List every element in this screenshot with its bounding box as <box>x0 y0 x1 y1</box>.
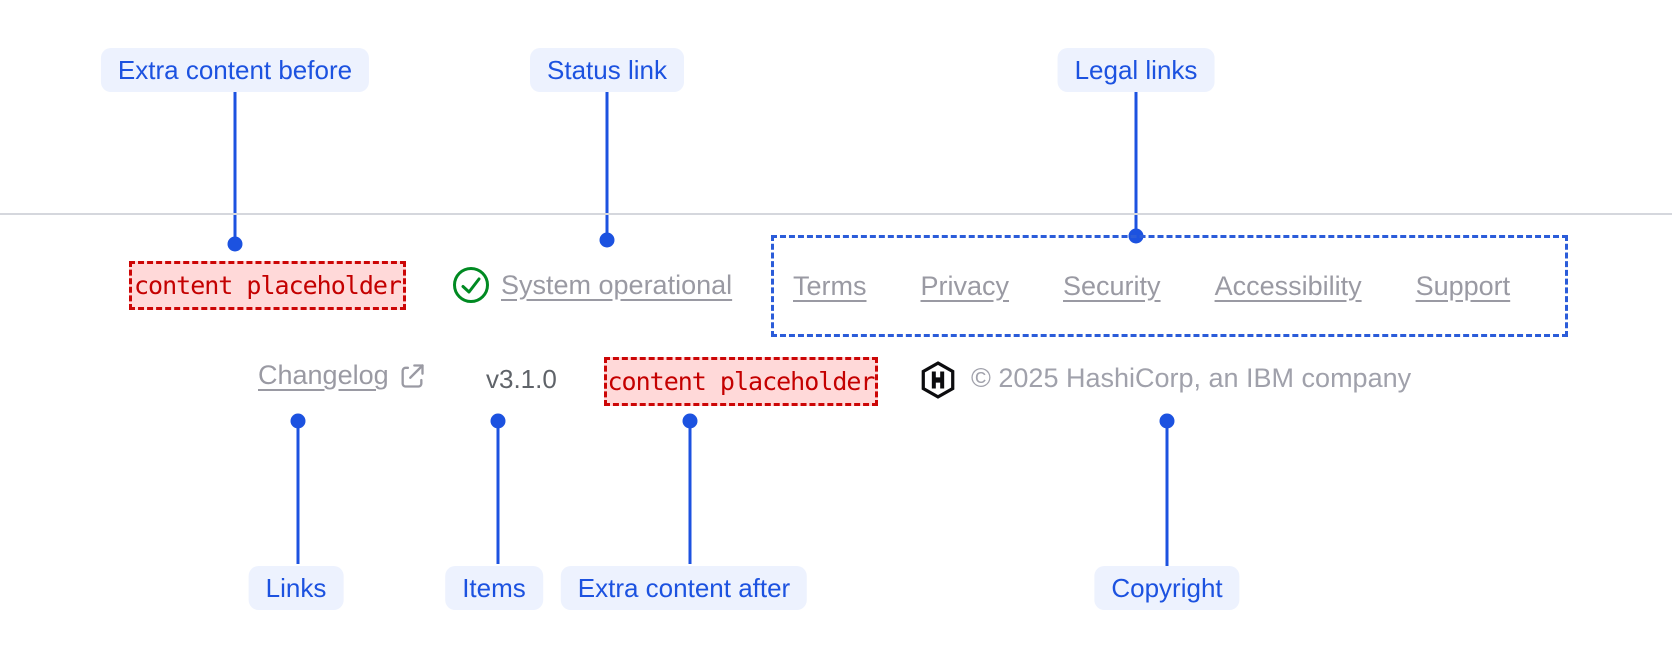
extra-content-after-placeholder: content placeholder <box>604 357 878 406</box>
external-link-icon <box>398 362 426 390</box>
footer-top-divider <box>0 213 1672 215</box>
connector-line <box>688 428 692 564</box>
connector-line <box>296 428 300 564</box>
extra-content-before-placeholder: content placeholder <box>129 261 406 310</box>
connector-line <box>605 92 609 234</box>
status-link-label[interactable]: System operational <box>501 269 733 300</box>
connector-line <box>1165 428 1169 566</box>
version-item: v3.1.0 <box>486 364 557 394</box>
connector-dot <box>290 413 306 429</box>
legal-link-security[interactable]: Security <box>1063 270 1161 301</box>
copyright-text: © 2025 HashiCorp, an IBM company <box>971 363 1412 393</box>
connector-line <box>496 428 500 564</box>
legal-link-support[interactable]: Support <box>1415 270 1511 301</box>
annotation-status-link: Status link <box>530 48 684 92</box>
annotation-copyright: Copyright <box>1094 566 1240 610</box>
check-circle-icon <box>452 266 490 304</box>
changelog-link[interactable]: Changelog <box>258 360 426 391</box>
connector-dot <box>599 232 615 248</box>
legal-link-terms[interactable]: Terms <box>793 270 867 301</box>
connector-dot <box>682 413 698 429</box>
legal-links-region: Terms Privacy Security Accessibility Sup… <box>771 235 1568 337</box>
annotation-extra-content-before: Extra content before <box>100 48 370 92</box>
hashicorp-logo-icon <box>920 361 956 399</box>
connector-dot <box>227 236 243 252</box>
connector-dot <box>490 413 506 429</box>
legal-link-privacy[interactable]: Privacy <box>920 270 1010 301</box>
connector-line <box>233 92 237 238</box>
legal-link-accessibility[interactable]: Accessibility <box>1214 270 1362 301</box>
changelog-link-label[interactable]: Changelog <box>258 360 389 390</box>
annotation-legal-links: Legal links <box>1057 48 1215 92</box>
connector-dot <box>1159 413 1175 429</box>
annotation-items: Items <box>445 566 543 610</box>
annotation-extra-content-after: Extra content after <box>560 566 808 610</box>
status-link[interactable]: System operational <box>452 266 732 304</box>
connector-line <box>1134 92 1138 230</box>
annotation-links: Links <box>248 566 344 610</box>
